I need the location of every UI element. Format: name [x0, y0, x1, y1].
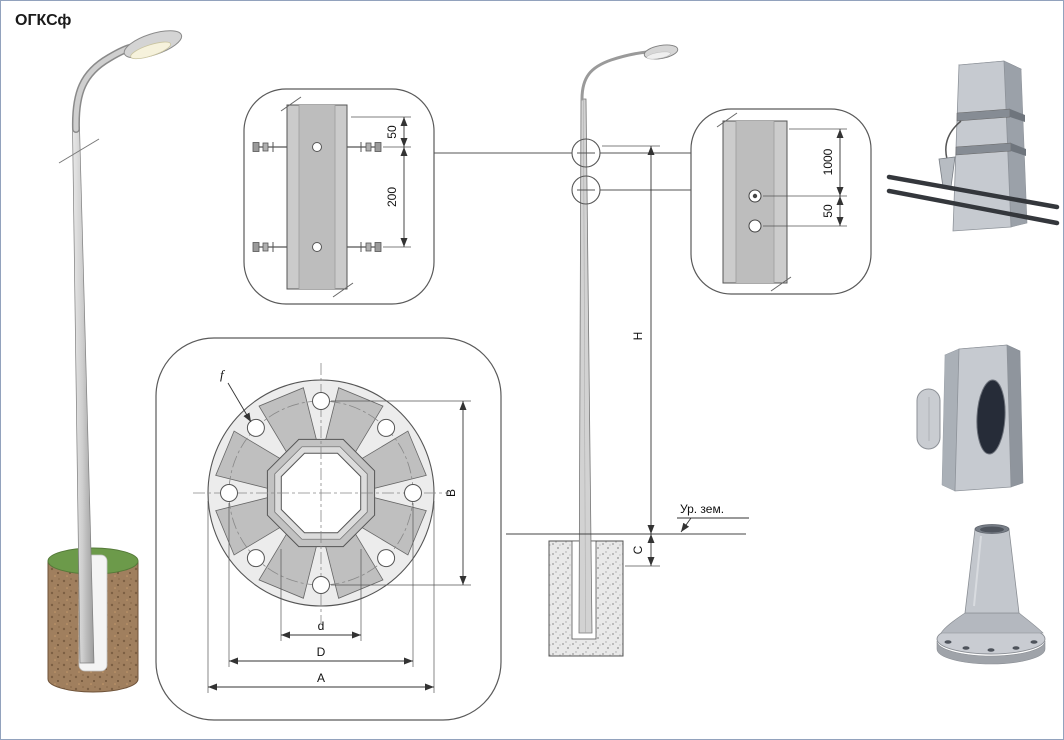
dim-50-label: 50	[385, 125, 399, 139]
clamp-bolt-upper	[252, 142, 382, 152]
flange-base-3d	[936, 524, 1046, 665]
detail-marker-circle	[571, 175, 601, 205]
clamp-bolt-lower	[252, 242, 382, 252]
flange-bolt-holes	[944, 640, 1038, 652]
flange-gussets	[215, 387, 427, 599]
dim-H-label: H	[631, 332, 645, 341]
dim-200-label: 200	[385, 187, 399, 207]
dim-D-label: D	[317, 645, 326, 659]
detail-marker-circle	[571, 138, 601, 168]
mount-hole	[312, 142, 322, 152]
bracket-arm-elevation	[580, 50, 649, 101]
luminaire-3d	[123, 30, 183, 60]
dim-d-label: d	[318, 619, 325, 633]
dim-B-label: B	[444, 489, 458, 497]
dim-A-label: A	[317, 671, 325, 685]
break-mark	[58, 138, 100, 164]
bolt-holes	[220, 392, 422, 594]
dim-1000-label: 1000	[821, 148, 835, 175]
band-clamps	[955, 108, 1026, 156]
pole-top-3d	[886, 60, 1060, 232]
drawing-title: ОГКСф	[15, 12, 71, 29]
ground-bolt	[752, 193, 758, 199]
access-door-3d	[916, 344, 1024, 492]
clamp-detail-view: 50 200	[243, 88, 435, 305]
flange-plan-detail: f B d D A	[155, 337, 502, 721]
mount-hole	[312, 242, 322, 252]
anchor-loop	[945, 120, 962, 160]
break-mark	[332, 282, 354, 298]
pole-facet	[299, 105, 335, 289]
wedge-clamp	[938, 156, 956, 188]
cable	[886, 188, 1060, 226]
ground-level-label: Ур. зем.	[680, 502, 724, 516]
pole-stub	[964, 528, 1020, 614]
hole-dia-label: f	[220, 367, 226, 382]
mount-holes-detail: 1000 50	[690, 108, 872, 295]
luminaire-elevation	[643, 44, 679, 60]
dim-C-label: C	[631, 545, 645, 554]
break-mark	[716, 112, 738, 128]
pole-3d-render	[47, 30, 183, 693]
cable-hole	[748, 219, 762, 233]
break-mark	[280, 96, 302, 112]
break-mark	[770, 276, 792, 292]
pole-elevation: Ур. зем. H C	[434, 44, 749, 657]
pole-shaft-elevation	[578, 98, 593, 634]
cable	[886, 174, 1060, 210]
dim-50-label: 50	[821, 204, 835, 218]
door-opening	[976, 379, 1006, 455]
